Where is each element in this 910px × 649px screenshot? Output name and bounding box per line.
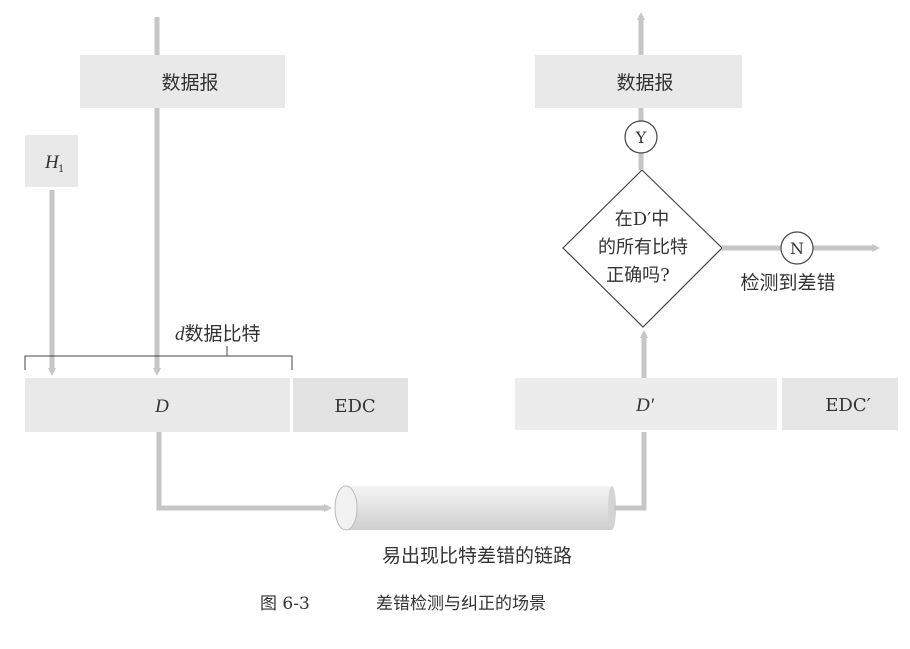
arrow-from-link [614, 432, 647, 511]
sender-datagram-label: 数据报 [161, 72, 218, 94]
data-bits-label: d数据比特 [175, 323, 261, 345]
receiver-d-label: D′ [635, 395, 655, 416]
receiver-edc-label: EDC′ [825, 395, 870, 416]
header-subscript: 1 [58, 164, 64, 175]
receiver-datagram-label: 数据报 [616, 72, 673, 94]
decision-diamond [562, 169, 723, 328]
header-label: H [44, 152, 60, 173]
sender-datagram-box [80, 55, 285, 108]
no-circle [780, 231, 814, 265]
yes-label: Y [635, 128, 647, 147]
decision-line-3: 正确吗? [606, 265, 670, 286]
receiver-d-box [515, 378, 777, 430]
no-label: N [790, 239, 804, 258]
sender-edc-box [293, 378, 408, 432]
receiver-datagram-box [535, 55, 742, 108]
decision-line-2: 的所有比特 [598, 237, 688, 258]
link-pipe-end [334, 485, 358, 531]
link-pipe [346, 486, 612, 530]
figure-title: 差错检测与纠正的场景 [376, 594, 546, 614]
yes-circle [624, 120, 658, 154]
arrow-to-link [156, 432, 332, 512]
link-pipe-far-end [608, 486, 616, 530]
header-box [25, 135, 78, 187]
error-detected-label: 检测到差错 [740, 272, 835, 294]
figure-number: 图 6-3 [260, 594, 310, 614]
sender-d-label: D [154, 396, 169, 417]
receiver-edc-box [782, 378, 898, 430]
decision-line-1: 在D′中 [615, 209, 670, 230]
sender-edc-label: EDC [334, 396, 375, 417]
data-bits-bracket [24, 346, 293, 370]
link-label: 易出现比特差错的链路 [382, 545, 572, 567]
sender-d-box [25, 378, 290, 432]
